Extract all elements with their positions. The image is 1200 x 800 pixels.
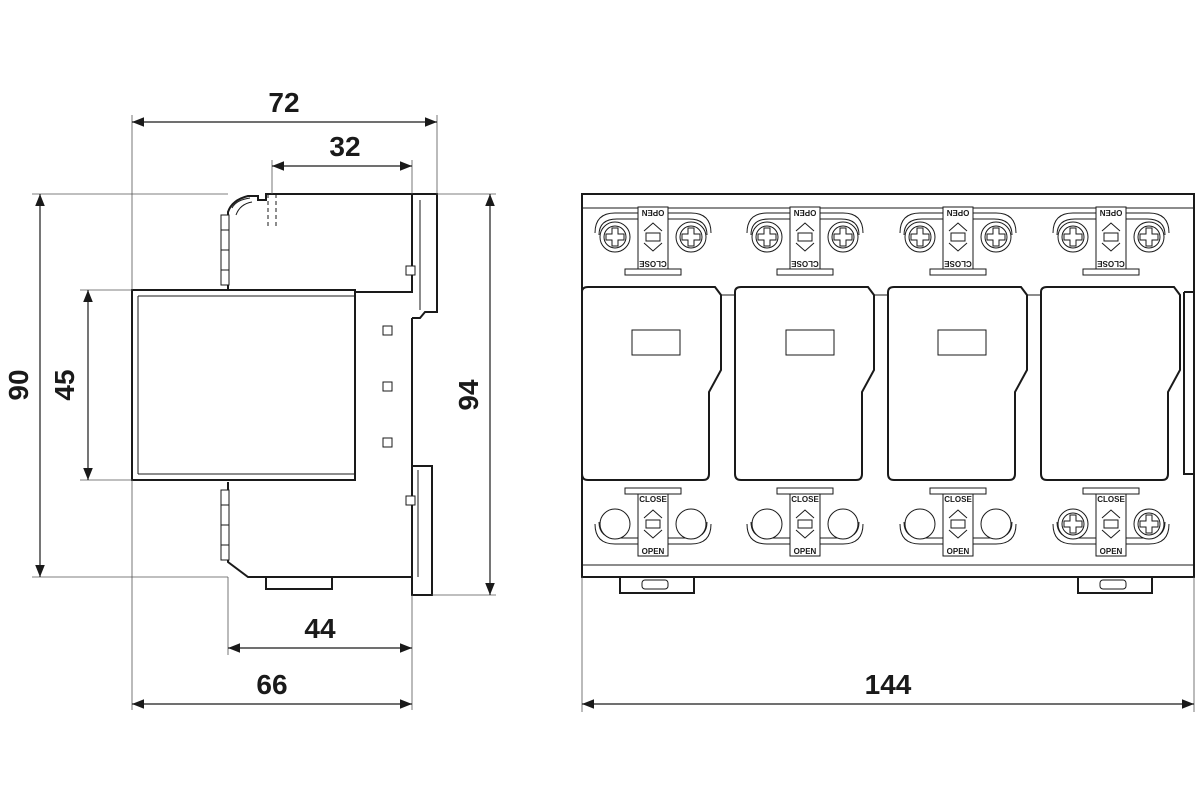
close-label: CLOSE	[944, 259, 972, 268]
open-label: OPEN	[641, 208, 664, 217]
close-label: CLOSE	[791, 259, 819, 268]
terminal-group: CLOSE OPEN	[1052, 487, 1170, 557]
terminal-hole-icon	[675, 508, 707, 540]
front-dimensions: 144	[581, 577, 1195, 712]
dim-66: 66	[256, 669, 287, 700]
terminal-group: CLOSE OPEN	[746, 487, 864, 557]
dim-45: 45	[49, 369, 80, 400]
open-label: CLOSE	[791, 495, 819, 504]
dim-94: 94	[453, 379, 484, 411]
screw-icon	[827, 221, 859, 253]
close-label: OPEN	[947, 547, 970, 556]
open-label: OPEN	[946, 208, 969, 217]
close-label: OPEN	[1100, 547, 1123, 556]
open-label: OPEN	[793, 208, 816, 217]
front-module-3	[887, 286, 1028, 481]
side-dimensions: 72 32 90 45 94 44 66	[3, 87, 496, 710]
open-label: CLOSE	[944, 495, 972, 504]
front-module-2	[734, 286, 875, 481]
screw-icon	[904, 221, 936, 253]
side-module-body	[131, 289, 356, 481]
screw-icon	[1057, 221, 1089, 253]
terminal-group: OPEN CLOSE	[746, 206, 864, 276]
terminal-hole-icon	[904, 508, 936, 540]
dim-144: 144	[865, 669, 912, 700]
terminal-hole-icon	[599, 508, 631, 540]
screw-icon	[1133, 508, 1165, 540]
screw-icon	[751, 221, 783, 253]
terminal-hole-icon	[827, 508, 859, 540]
side-lower-housing	[227, 466, 413, 578]
screw-icon	[675, 221, 707, 253]
screw-icon	[599, 221, 631, 253]
terminal-group: OPEN CLOSE	[594, 206, 712, 276]
terminal-group: OPEN CLOSE	[1052, 206, 1170, 276]
front-view: OPEN CLOSE OPEN CLOSE OPEN CLOSE OPEN CLOSE CLO…	[581, 193, 1195, 594]
screw-icon	[1057, 508, 1089, 540]
terminal-hole-icon	[751, 508, 783, 540]
dim-90: 90	[3, 369, 34, 400]
open-label: CLOSE	[1097, 495, 1125, 504]
front-module-4	[1040, 286, 1181, 481]
side-view	[131, 193, 438, 596]
terminal-hole-icon	[980, 508, 1012, 540]
close-label: OPEN	[642, 547, 665, 556]
terminal-group: OPEN CLOSE	[899, 206, 1017, 276]
dim-44: 44	[304, 613, 336, 644]
close-label: OPEN	[794, 547, 817, 556]
terminal-group: CLOSE OPEN	[594, 487, 712, 557]
open-label: CLOSE	[639, 495, 667, 504]
screw-icon	[980, 221, 1012, 253]
screw-icon	[1133, 221, 1165, 253]
dim-72: 72	[268, 87, 299, 118]
open-label: OPEN	[1099, 208, 1122, 217]
side-upper-housing	[227, 193, 413, 293]
close-label: CLOSE	[1097, 259, 1125, 268]
front-module-1	[581, 286, 722, 481]
terminal-group: CLOSE OPEN	[899, 487, 1017, 557]
dim-32: 32	[329, 131, 360, 162]
close-label: CLOSE	[639, 259, 667, 268]
side-din-rail	[412, 193, 438, 319]
